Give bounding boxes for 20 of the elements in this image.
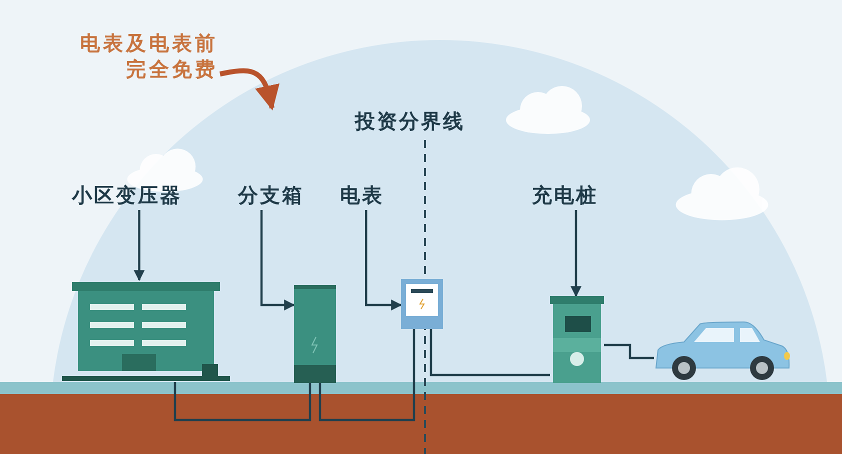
arrow: [260, 210, 296, 310]
free-cost-note: 电表及电表前完全免费: [76, 30, 218, 84]
arrow: [365, 210, 402, 310]
component-label: 电表: [340, 182, 398, 210]
cable-line: [318, 329, 416, 422]
transformer-building-drawing: [62, 282, 230, 382]
component-label: 分支箱: [238, 182, 322, 210]
electric-meter-drawing: [401, 279, 443, 329]
arrow: [570, 210, 582, 298]
component-label: 小区变压器: [72, 182, 212, 210]
cable-line: [174, 382, 312, 422]
boundary-label: 投资分界线: [355, 108, 465, 135]
charging-pile-drawing: [550, 296, 604, 383]
component-label: 充电桩: [532, 182, 620, 210]
branch-box-drawing: [294, 285, 336, 383]
cable-line: [430, 329, 550, 376]
car-drawing: [654, 320, 790, 382]
arrow: [220, 68, 280, 110]
arrow: [134, 210, 145, 282]
cable-line: [604, 344, 654, 360]
